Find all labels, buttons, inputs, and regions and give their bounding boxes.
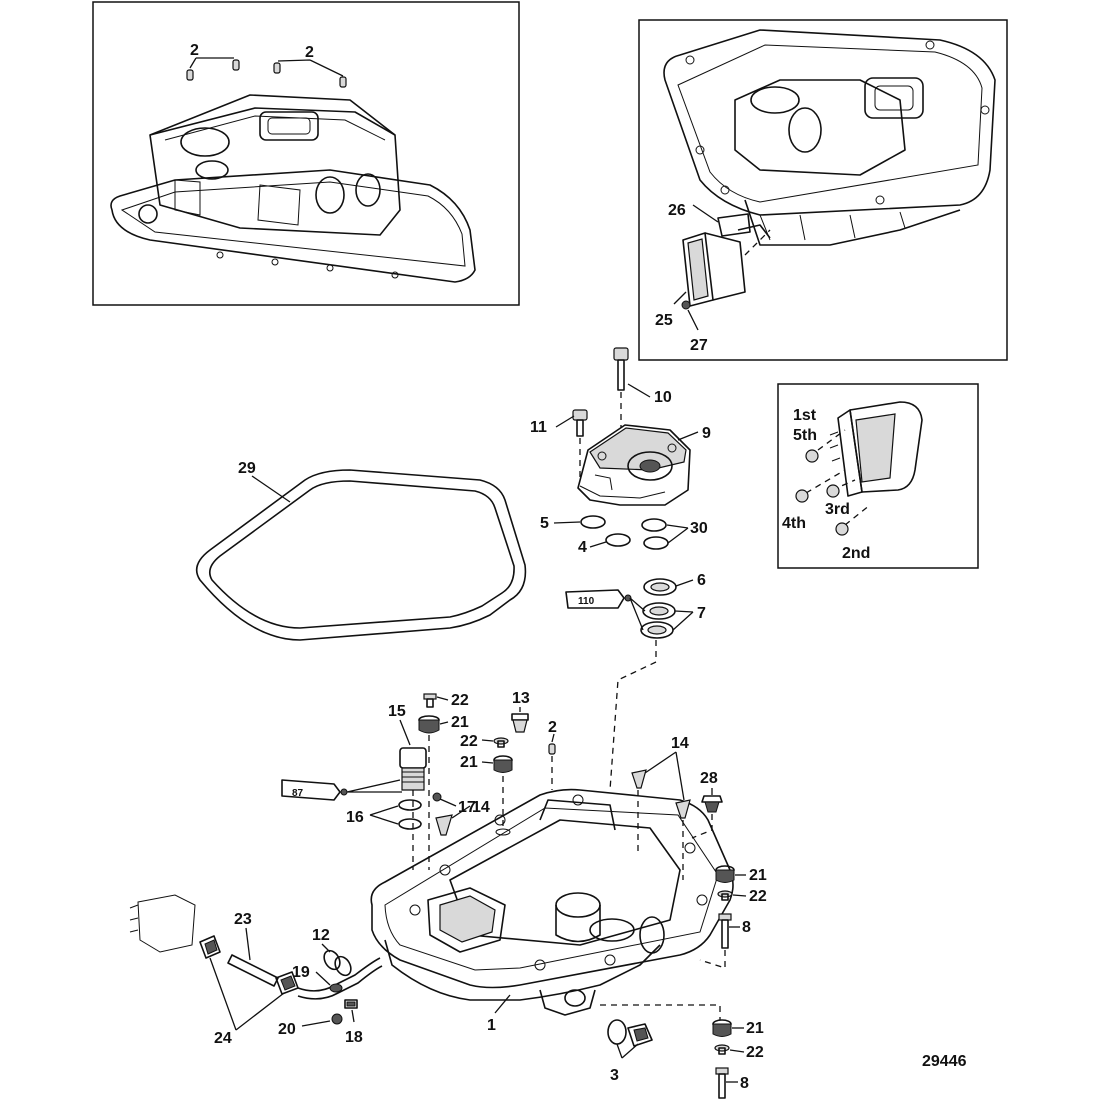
callout-1: 1	[487, 1017, 496, 1034]
oil-pump-9: 9	[577, 424, 711, 506]
callout-18: 18	[345, 1029, 363, 1046]
tube-label-110: 110	[578, 596, 595, 607]
callout-19: 19	[292, 964, 310, 981]
callout-22-a: 22	[451, 692, 469, 709]
callout-8-a: 8	[742, 919, 751, 936]
torque-3rd: 3rd	[825, 501, 850, 518]
torque-1st: 1st	[793, 407, 817, 424]
callout-9: 9	[702, 425, 711, 442]
callout-24: 24	[214, 1030, 232, 1047]
callout-30: 30	[690, 520, 708, 537]
sealant-110-and-seals: 110 6 7	[565, 572, 706, 791]
callout-21-a: 21	[451, 714, 469, 731]
torque-5th: 5th	[793, 427, 817, 444]
torque-2nd: 2nd	[842, 545, 870, 562]
callout-2-b: 2	[305, 44, 314, 61]
callout-21-b: 21	[460, 754, 478, 771]
callout-2-c: 2	[548, 719, 557, 736]
bolt-10: 10	[613, 347, 672, 428]
callout-7: 7	[697, 605, 706, 622]
o-rings-4-5-30: 5 4 30	[540, 515, 708, 556]
torque-4th: 4th	[782, 515, 806, 532]
bolt-11: 11	[530, 409, 588, 480]
callout-29: 29	[238, 460, 256, 477]
callout-22-c: 22	[749, 888, 767, 905]
callout-22-b: 22	[460, 733, 478, 750]
callout-27: 27	[690, 337, 708, 354]
callout-6: 6	[697, 572, 706, 589]
callout-28: 28	[700, 770, 718, 787]
drain-plugs-right: 14 28 21 22 8 21 22 8	[600, 735, 767, 1099]
inset-crankcase-view: 2 2	[92, 1, 520, 306]
callout-12: 12	[312, 927, 330, 944]
tube-label-87: 87	[292, 788, 304, 799]
callout-25: 25	[655, 312, 673, 329]
callout-3: 3	[610, 1067, 619, 1084]
oil-pan-1: 1	[370, 788, 734, 1034]
callout-2-a: 2	[190, 42, 199, 59]
callout-20: 20	[278, 1021, 296, 1038]
callout-22-d: 22	[746, 1044, 764, 1061]
callout-15: 15	[388, 703, 406, 720]
callout-21-d: 21	[746, 1020, 764, 1037]
callout-21-c: 21	[749, 867, 767, 884]
figure-number: 29446	[922, 1053, 967, 1070]
callout-5: 5	[540, 515, 549, 532]
callout-4: 4	[578, 539, 587, 556]
hose-and-fittings: 23 24 19 12 18 20 3	[129, 894, 653, 1084]
drain-plugs-left: 22 21 15 17 87 16 13	[281, 690, 557, 870]
callout-14-b: 14	[671, 735, 689, 752]
callout-13: 13	[512, 690, 530, 707]
callout-11: 11	[530, 419, 547, 436]
callout-8-b: 8	[740, 1075, 749, 1092]
dowel-pins	[186, 59, 347, 88]
inset-torque-sequence: 1st 5th 3rd 4th 2nd	[777, 383, 979, 569]
inset-oil-pan-view: 26 25 27	[638, 19, 1008, 361]
callout-16: 16	[346, 809, 364, 826]
callout-10: 10	[654, 389, 672, 406]
gasket-29: 29	[195, 460, 527, 641]
callout-14-a: 14	[472, 799, 490, 816]
callout-26: 26	[668, 202, 686, 219]
callout-23: 23	[234, 911, 252, 928]
